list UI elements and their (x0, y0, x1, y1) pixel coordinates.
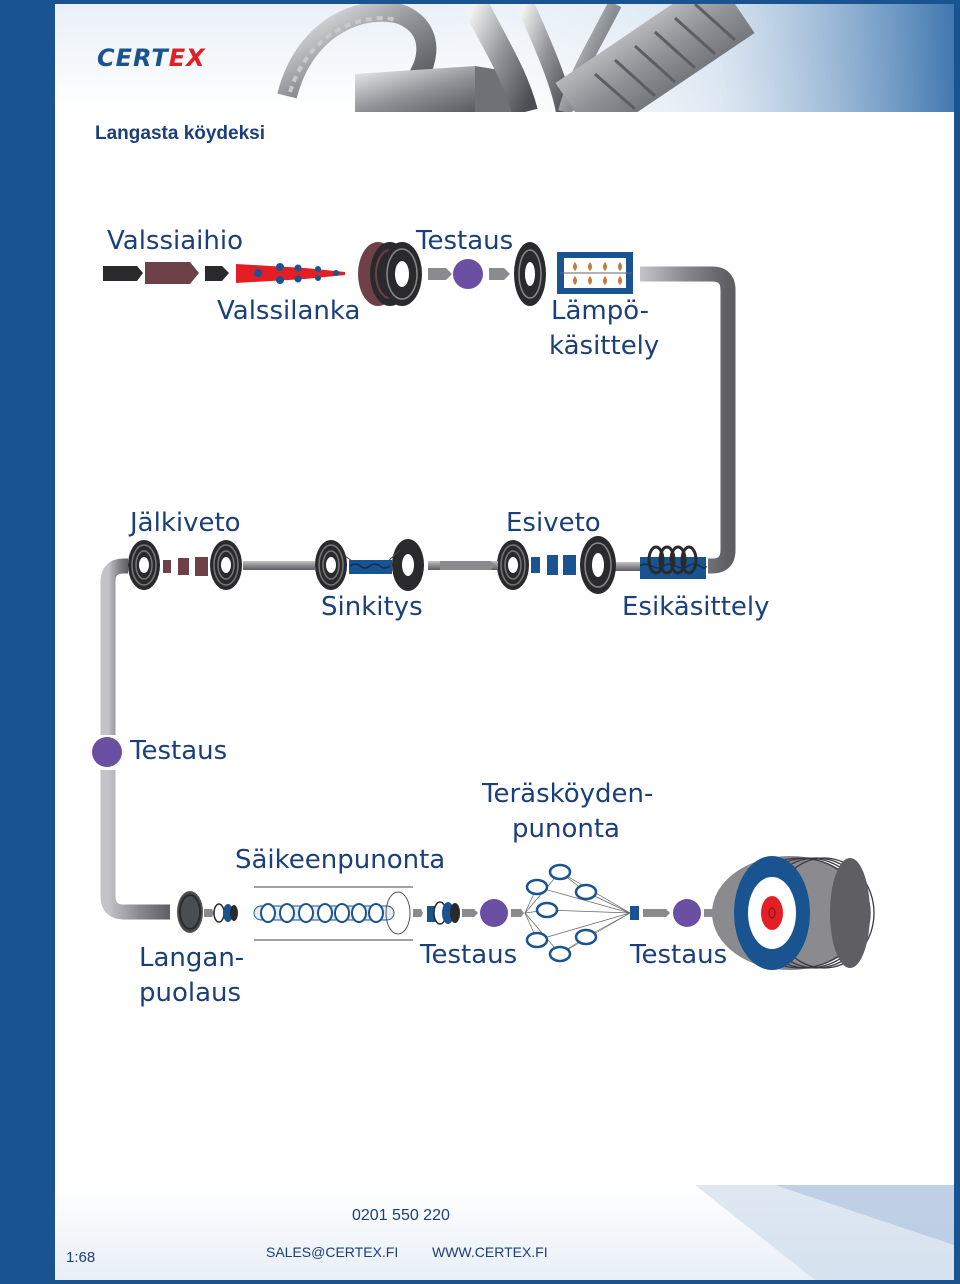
page-title: Langasta köydeksi (95, 123, 266, 144)
label-teraskoyden-1: Teräsköyden- (482, 779, 654, 809)
label-lampo-2: käsittely (549, 331, 660, 361)
label-teraskoyden-2: punonta (512, 814, 620, 844)
frame-right (954, 0, 960, 1284)
left-sidebar-band (0, 0, 55, 1284)
label-testaus-1: Testaus (416, 226, 514, 256)
coil-esiveto-big (580, 536, 616, 594)
langanpuolaus-spool (177, 891, 203, 933)
footer-website[interactable]: WWW.CERTEX.FI (432, 1244, 548, 1260)
label-saikeenpunonta: Säikeenpunonta (235, 845, 446, 875)
testaus-4-marker (673, 899, 701, 927)
small-bobbins (213, 903, 238, 923)
saikeenpunonta-machine (253, 886, 423, 941)
wire-rope-illustration (277, 4, 954, 112)
esiveto-dies (531, 555, 576, 575)
arrow-start (103, 266, 143, 281)
footer-band (55, 1185, 954, 1280)
frame-bottom (0, 1280, 960, 1284)
coil-sinkitys-out (392, 539, 424, 591)
label-valssilanka: Valssilanka (217, 296, 361, 326)
label-testaus-4: Testaus (630, 940, 728, 970)
footer-email[interactable]: SALES@CERTEX.FI (266, 1244, 399, 1260)
testaus-3-marker (480, 899, 508, 927)
page-number: 1:68 (66, 1249, 96, 1266)
row-2 (100, 536, 707, 735)
valssilanka-rolling (236, 263, 345, 284)
row-1 (103, 242, 736, 574)
frame-top (0, 0, 960, 4)
label-testaus-3: Testaus (420, 940, 518, 970)
connector-pipe-left (100, 558, 128, 735)
jalkiveto-dies (163, 557, 208, 576)
label-jalkiveto: Jälkiveto (130, 508, 241, 538)
label-valssiaihio: Valssiaihio (107, 226, 244, 256)
testaus-1-marker (453, 259, 483, 289)
coil-stack (358, 242, 422, 306)
certex-logo: CERTEX (97, 44, 206, 72)
label-langan-2: puolaus (139, 978, 242, 1008)
connector-pipe-right (640, 266, 736, 574)
valssiaihio-billet (145, 262, 199, 284)
coil-after-test (514, 242, 546, 306)
rope-bobbins (525, 863, 598, 963)
row-3 (92, 737, 875, 970)
label-langan-1: Langan- (139, 943, 245, 973)
strand-bobbins (427, 901, 460, 925)
label-testaus-2: Testaus (130, 736, 228, 766)
label-esikasittely: Esikäsittely (622, 592, 770, 622)
testaus-2-marker (92, 737, 122, 767)
footer-phone: 0201 550 220 (352, 1207, 450, 1224)
connector-pipe-bottom (100, 770, 170, 920)
esikasittely-tank (639, 545, 707, 579)
finished-rope-drum (712, 856, 875, 970)
label-lampo-1: Lämpö- (551, 296, 650, 326)
label-esiveto: Esiveto (506, 508, 601, 538)
header-banner: CERTEX (55, 4, 954, 112)
furnace-heat-treatment (557, 252, 633, 294)
label-sinkitys: Sinkitys (321, 592, 423, 622)
